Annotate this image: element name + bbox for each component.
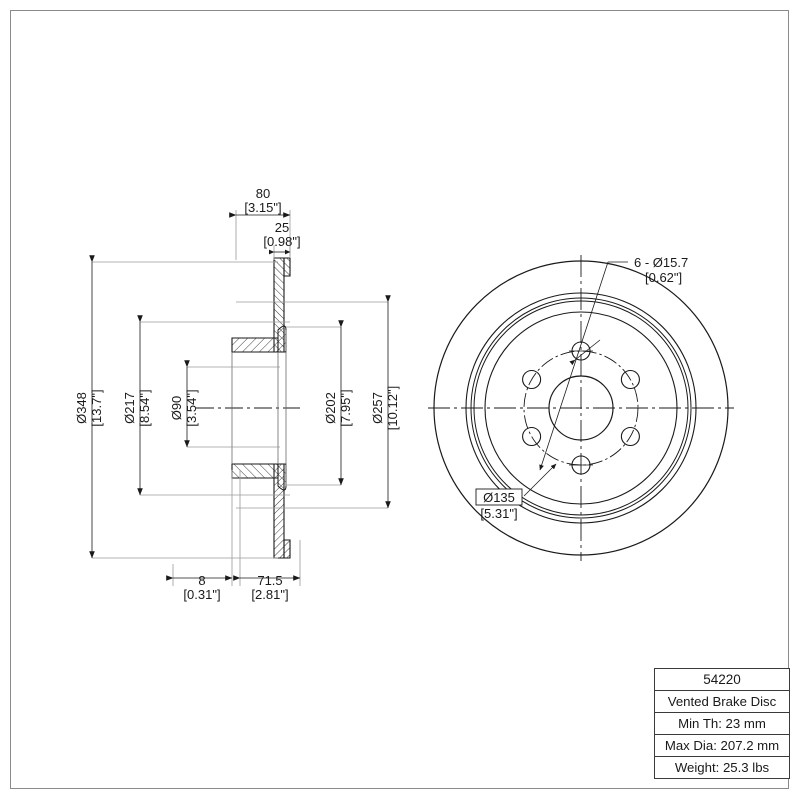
vent-edge-outer (470, 297, 692, 519)
bolt-hole-leader (539, 261, 628, 471)
dim-left-1-metric: Ø217 (122, 392, 137, 424)
dim-right-0-imperial: [7.95"] (338, 389, 353, 426)
hat-fillet-upper (277, 325, 287, 353)
dim-top-0-metric: 80 (256, 186, 270, 201)
dim-left-0-imperial: [13.7"] (89, 389, 104, 426)
title-block: 54220 Vented Brake Disc Min Th: 23 mm Ma… (654, 668, 790, 779)
right-dimension-stack (236, 295, 391, 509)
dim-top-0-imperial: [3.15"] (244, 200, 281, 215)
dim-right-1-metric: Ø257 (370, 392, 385, 424)
dim-right-1-imperial: [10.12"] (385, 386, 400, 430)
dim-left-2-metric: Ø90 (169, 396, 184, 421)
title-block-part-number: 54220 (655, 669, 789, 691)
sheet-border (10, 10, 789, 789)
bottom-dimension-stack (166, 470, 301, 586)
dim-bottom-0-imperial: [0.31"] (183, 587, 220, 602)
hat-outer-edge (484, 311, 678, 505)
rotor-upper-half (231, 257, 291, 353)
dim-bottom-1-metric: 71.5 (257, 573, 282, 588)
bolt-circle-callout-box (475, 488, 523, 506)
bolt-hole (522, 426, 542, 447)
bolt-hole (620, 369, 640, 390)
callout-bolt-circle-line2: [5.31"] (480, 506, 517, 521)
callout-bolt-holes-line1: 6 - Ø15.7 (634, 255, 688, 270)
left-dimension-stack (89, 255, 290, 559)
bolt-hole (620, 426, 640, 447)
dim-right-0-metric: Ø202 (323, 392, 338, 424)
title-block-weight: Weight: 25.3 lbs (655, 757, 789, 779)
front-view (428, 255, 734, 561)
title-block-max-diameter: Max Dia: 207.2 mm (655, 735, 789, 757)
dim-left-1-imperial: [8.54"] (137, 389, 152, 426)
friction-plate-upper (231, 337, 279, 353)
bolt-hole-centermarks (569, 350, 593, 466)
callout-bolt-holes-line2: [0.62"] (645, 270, 682, 285)
dim-bottom-1-imperial: [2.81"] (251, 587, 288, 602)
dim-left-2-imperial: [3.54"] (184, 389, 199, 426)
friction-plate-lower (231, 463, 279, 479)
title-block-description: Vented Brake Disc (655, 691, 789, 713)
vent-edge-inner (473, 300, 689, 516)
hat-flange-upper (274, 257, 291, 277)
dim-bottom-0-metric: 8 (198, 573, 205, 588)
dim-top-1-metric: 25 (275, 220, 289, 235)
hat-fillet-lower (277, 463, 287, 491)
dim-left-0-metric: Ø348 (74, 392, 89, 424)
friction-ring-outer (465, 292, 697, 524)
bolt-hole (522, 369, 542, 390)
title-block-min-thickness: Min Th: 23 mm (655, 713, 789, 735)
hat-flange-lower (274, 539, 291, 559)
rotor-outer-edge (433, 260, 729, 556)
center-hub-bore (548, 375, 614, 441)
bolt-circle (523, 350, 639, 466)
top-dimension-stack (229, 210, 291, 260)
dim-top-1-imperial: [0.98"] (263, 234, 300, 249)
rotor-lower-half (231, 463, 291, 559)
section-view (196, 257, 300, 559)
bolt-circle-leader (523, 463, 557, 497)
callout-bolt-circle-line1: Ø135 (483, 490, 515, 505)
